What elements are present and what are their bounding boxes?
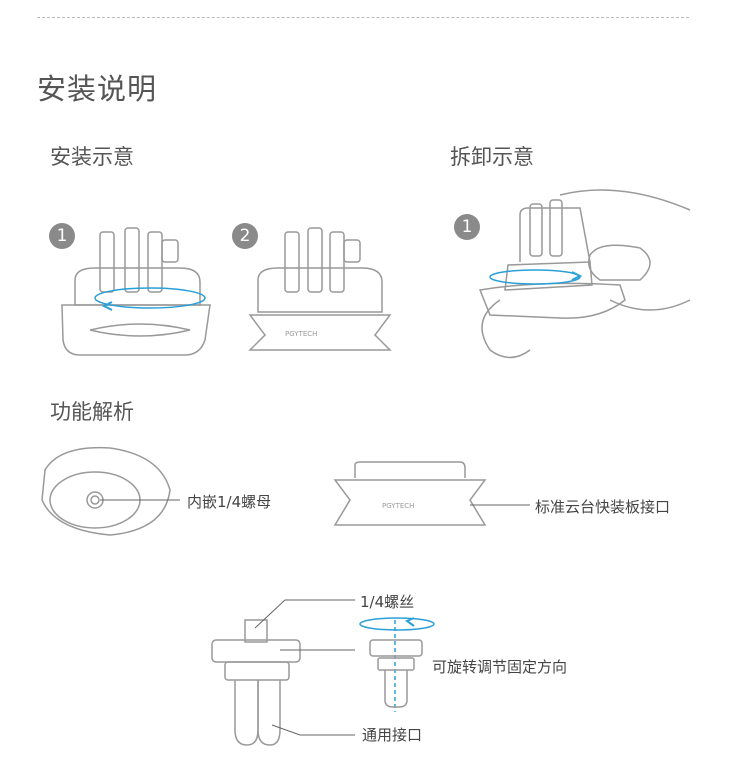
screw-label: 1/4螺丝 — [360, 593, 415, 611]
remove-step-illustration — [478, 189, 691, 359]
rotate-label: 可旋转调节固定方向 — [432, 658, 568, 676]
nut-illustration — [41, 446, 180, 536]
svg-text:PGYTECH: PGYTECH — [382, 502, 414, 510]
rotating-mount-illustration — [359, 617, 435, 712]
install-heading: 安装示意 — [50, 145, 134, 169]
remove-step-1-badge: 1 — [454, 214, 480, 240]
features-heading: 功能解析 — [50, 400, 134, 424]
mount-label: 通用接口 — [362, 726, 423, 744]
plate-illustration: PGYTECH — [333, 461, 530, 526]
plate-label: 标准云台快装板接口 — [535, 498, 671, 516]
install-step-1-illustration — [61, 227, 211, 356]
install-step-1-badge: 1 — [49, 223, 75, 249]
dashed-divider — [37, 17, 689, 18]
screw-mount-illustration — [211, 599, 355, 746]
page-title: 安装说明 — [37, 72, 158, 106]
logo-text: PGYTECH — [285, 330, 317, 338]
install-step-2-illustration: PGYTECH — [248, 227, 392, 351]
install-step-2-badge: 2 — [232, 223, 258, 249]
remove-heading: 拆卸示意 — [450, 145, 534, 169]
nut-label: 内嵌1/4螺母 — [187, 493, 272, 511]
